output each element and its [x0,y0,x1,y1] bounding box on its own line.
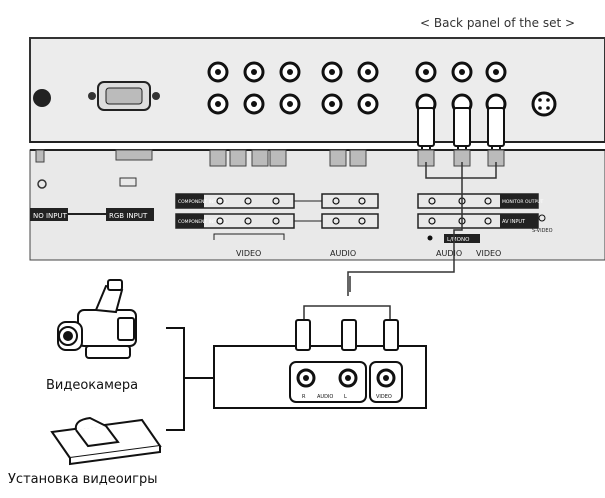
audio-label-1: AUDIO [330,249,356,258]
rgb-input-label: RGB INPUT [109,212,148,220]
box-label-l: L [344,394,347,400]
av-connector-box: R AUDIO L VIDEO [213,319,427,409]
box-label-audio: AUDIO [317,394,333,400]
video-label: VIDEO [236,249,261,258]
s-video-label: S-VIDEO [532,228,553,234]
box-label-video: VIDEO [376,394,392,400]
inserted-plugs [417,107,505,163]
panel-caption: < Back panel of the set > [420,16,576,30]
video-input-label: NO INPUT [33,212,68,220]
game-console-icon [50,416,162,466]
audio-label-2: AUDIO [436,249,462,258]
box-label-r: R [302,394,306,400]
component-label-2: COMPONENT INPUT 1 [178,219,226,225]
mono-label: L/MONO [447,237,470,243]
cables [303,162,497,320]
camcorder-icon [57,279,137,359]
video-label-2: VIDEO [476,249,501,258]
game-console-label: Установка видеоигры [8,472,158,487]
av-input-label: AV INPUT [502,219,526,225]
device-bracket [166,327,214,431]
camcorder-label: Видеокамера [46,378,139,393]
back-panel-top [29,37,605,163]
monitor-output-label: MONITOR OUTPUT [502,199,544,205]
back-panel-bottom: NO INPUT RGB INPUT COMPONENT INPUT 2 COM… [29,149,605,261]
component-label-1: COMPONENT INPUT 2 [178,199,226,205]
